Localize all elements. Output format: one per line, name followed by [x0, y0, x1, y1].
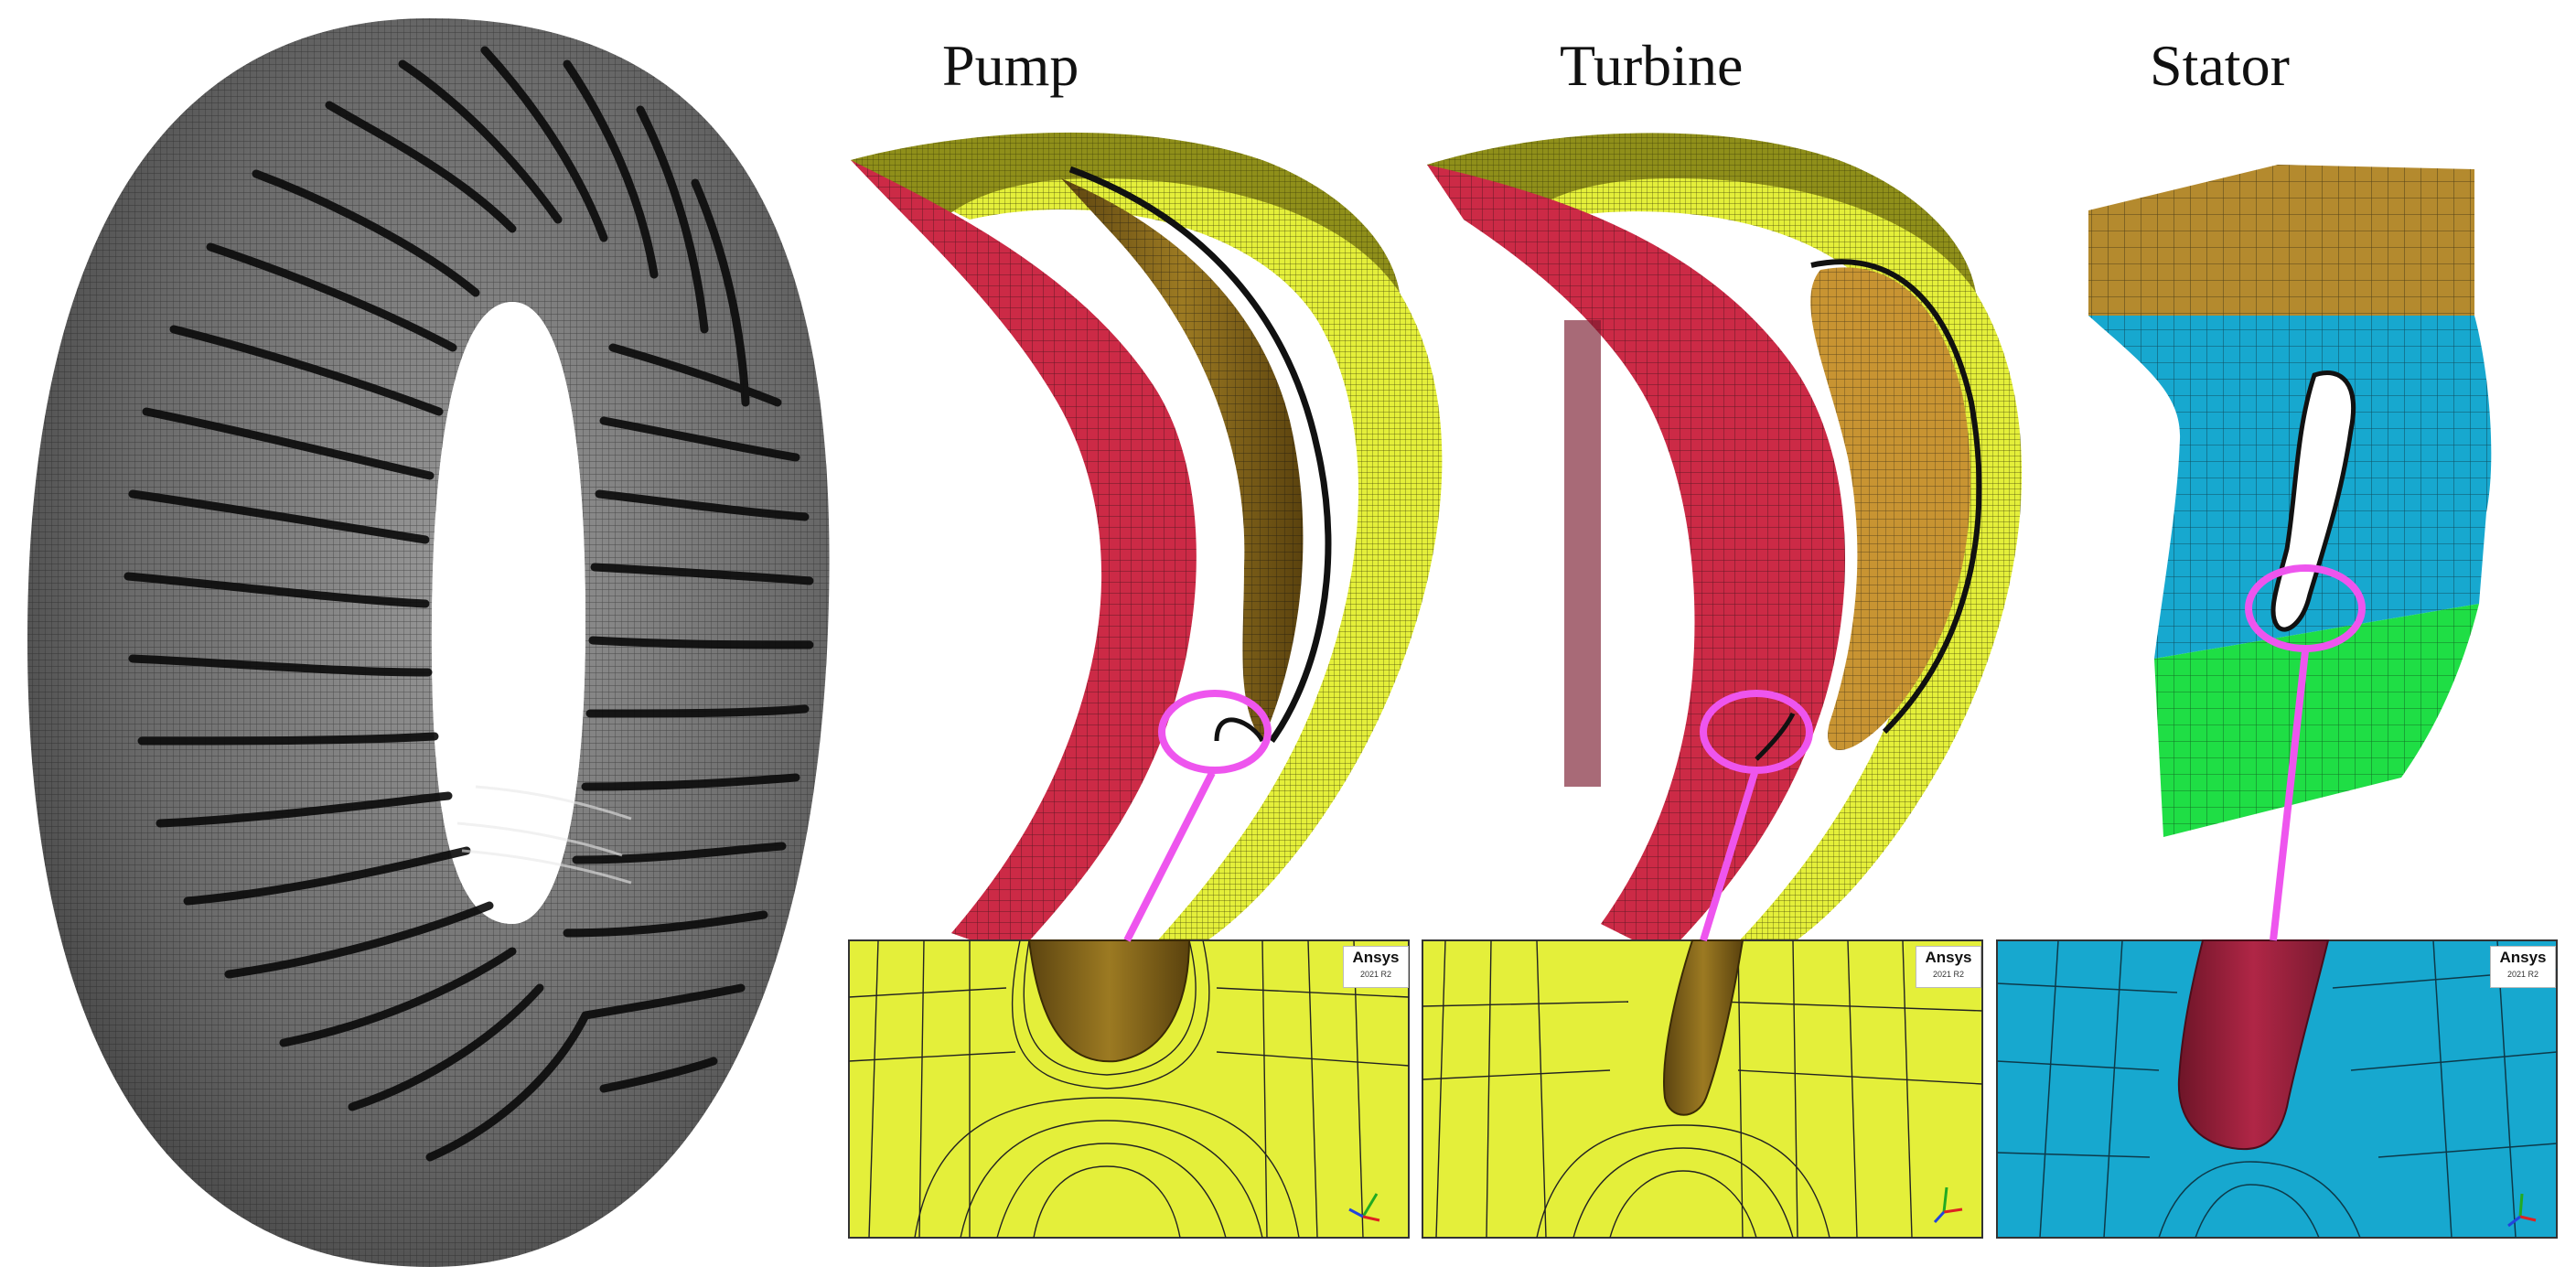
stator-title: Stator: [2150, 33, 2290, 98]
ansys-logo-tag: Ansys 2021 R2: [1343, 946, 1409, 988]
triad-axes-icon: [2507, 1193, 2537, 1228]
stator-passage-mesh: [2088, 165, 2492, 837]
ansys-brand: Ansys: [1352, 949, 1400, 966]
stator-zoom-inset: [1996, 939, 2558, 1239]
ansys-brand: Ansys: [2499, 949, 2547, 966]
zoom-callout-ring: [1700, 690, 1813, 942]
ansys-version: 2021 R2: [2506, 970, 2539, 979]
pump-title: Pump: [942, 33, 1079, 98]
triad-axes-icon: [1933, 1186, 1963, 1224]
ansys-version: 2021 R2: [1932, 970, 1965, 979]
triad-axes-icon: [1348, 1193, 1380, 1222]
zoom-callout-ring: [1123, 690, 1272, 942]
pump-passage-mesh: [851, 132, 1443, 956]
ansys-logo-tag: Ansys 2021 R2: [2490, 946, 2556, 988]
pump-zoom-inset: [848, 939, 1410, 1239]
turbine-title: Turbine: [1560, 33, 1744, 98]
ansys-brand: Ansys: [1925, 949, 1972, 966]
turbine-zoom-inset: [1422, 939, 1983, 1239]
zoom-callout-ring: [2245, 564, 2366, 941]
ansys-version: 2021 R2: [1359, 970, 1392, 979]
torus-mesh-assembly: [27, 18, 830, 1267]
ansys-logo-tag: Ansys 2021 R2: [1916, 946, 1981, 988]
turbine-passage-mesh: [1427, 133, 2023, 957]
